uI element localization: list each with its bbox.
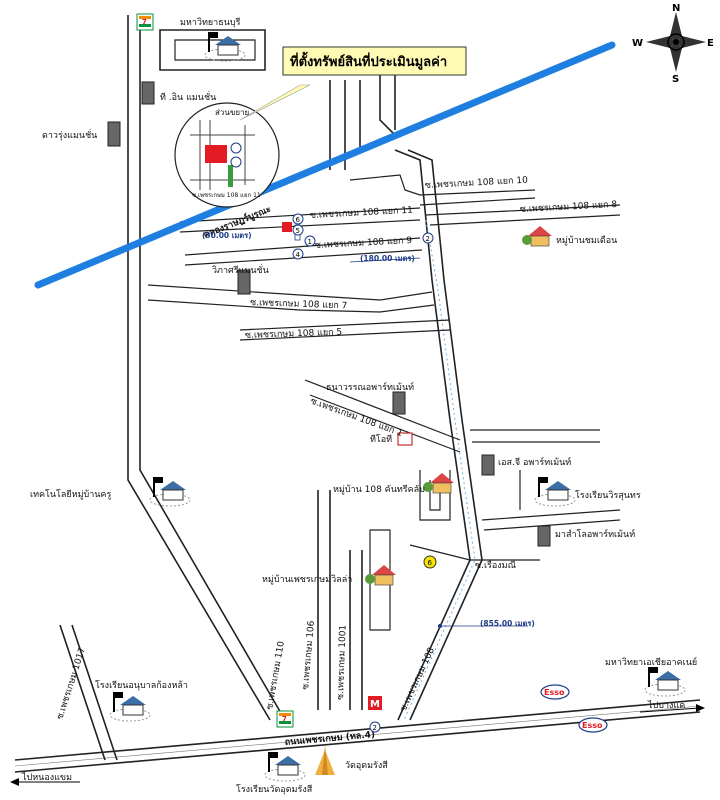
label-thanawan: ธนาวรรณอพาร์ทเม้นท์ [326,381,414,393]
road-label-r5: ซ.เพชรเกษม 108 แยก 5 [245,328,343,341]
inset-property [205,145,227,163]
road-label-soi1001: ซ.เพชรเกษม 1001 [336,625,349,700]
svg-text:7: 7 [142,18,147,26]
property-marker [282,222,292,232]
school-icon [534,477,576,507]
marker-1: 1 [304,235,316,247]
label-masa-apartment: มาสำโลอพาร์ทเม้นท์ [555,528,635,540]
compass-w: W [632,38,643,49]
village-icon [423,473,454,494]
school-icon [109,692,151,722]
compass-s: S [672,74,679,85]
marker-6-yellow: 6 [423,555,437,569]
label-village-chomduan: หมู่บ้านชมเดือน [556,235,617,246]
label-mahanakorn: มหาวิทยาธนบุรี [180,17,241,28]
road-label-soi106: ซ.เพชรเกษม 106 [301,620,317,690]
svg-text:6: 6 [296,216,301,224]
direction-nongkhaem: ไปหนองแขม [10,772,80,786]
marker-5: 5 [292,224,304,236]
compass-rose: N S E W [632,3,714,85]
svg-text:4: 4 [296,251,301,259]
label-t-one: ที .อิน แมนชั่น [160,90,216,103]
building-icon [141,81,155,105]
compass-n: N [672,3,680,14]
svg-text:Esso: Esso [544,688,565,697]
village-icon [365,565,396,586]
building-icon [237,269,251,295]
temple-icon [315,745,335,775]
road-label-r1: ซ.เพชรเกษม 108 แยก 1 [309,396,404,439]
store-icon: M [368,696,382,710]
building-icon [392,391,406,415]
title-callout-text: ที่ตั้งทรัพย์สินที่ประเมินมูลค่า [290,51,447,70]
canal-line [34,41,616,289]
distance-30: (30.00 เมตร) [202,231,252,240]
esso-icon: Esso [578,717,608,733]
distance-180: (180.00 เมตร) [360,254,415,263]
label-asian-uni: มหาวิทยาเอเชียอาคเนย์ [605,656,697,668]
label-village-108: หมู่บ้าน 108 คันทรีคลับ [333,484,425,495]
svg-text:6: 6 [428,559,433,567]
road-label-r11: ซ.เพชรเกษม 108 แยก 11 [310,206,413,221]
esso-icon: Esso [540,684,570,700]
svg-text:2: 2 [426,235,430,243]
road-label-rueangmani: ซ.เรืองมณี [475,560,516,571]
svg-text:1: 1 [308,238,312,246]
label-wat: วัดอุดมรังสี [345,760,388,771]
label-tot: ทีโอที [370,434,392,445]
road-label-r10: ซ.เพชรเกษม 108 แยก 10 [425,176,529,191]
svg-text:ไปหนองแขม: ไปหนองแขม [21,772,72,783]
label-wat-school: โรงเรียนวัดอุดมรังสี [236,784,313,795]
label-sj-apartment: เอส.จี อพาร์ทเม้นท์ [498,456,571,468]
building-icon [107,121,121,147]
road-label-r7: ซ.เพชรเกษม 108 แยก 7 [250,298,348,311]
svg-text:7: 7 [282,715,287,723]
school-icon [204,32,246,62]
svg-text:ไปบางแค: ไปบางแค [647,700,685,711]
inset-road-label: ซ.เพชรเกษม 108 แยก 11 [192,192,261,199]
label-dao-rung: ดาวรุ่งแมนชั่น [42,128,97,141]
road-label-r8: ซ.เพชรเกษม 108 แยก 8 [520,200,618,215]
school-icon [644,667,686,697]
marker-6: 6 [292,213,304,225]
direction-bangkae: ไปบางแค [639,700,705,713]
road-label-r9: ซ.เพชรเกษม 108 แยก 9 [315,236,413,251]
svg-text:Esso: Esso [582,721,603,730]
svg-text:2: 2 [373,724,377,732]
marker-4: 4 [292,248,304,260]
label-anubarn: โรงเรียนอนุบาลก้องหล้า [95,680,188,691]
village-icon [522,226,552,247]
tot-icon [397,432,413,446]
svg-text:5: 5 [296,227,300,235]
distance-855: (855.00 เมตร) [480,619,535,628]
building-icon [481,454,495,476]
seven-eleven-icon: 7 [276,710,294,728]
marker-2-bottom: 2 [369,721,381,733]
school-icon [264,752,306,782]
marker-2: 2 [422,232,434,244]
compass-e: E [707,38,714,49]
building-icon [537,525,551,547]
label-wirasuntorn: โรงเรียนวิรสุนทร [575,490,641,501]
title-callout: ที่ตั้งทรัพย์สินที่ประเมินมูลค่า [239,46,467,121]
label-techno: เทคโนโลยีหมู่บ้านครู [30,489,111,500]
inset-label: ส่วนขยาย [215,108,249,117]
road-label-soi110: ซ.เพชรเกษม 110 [265,640,287,710]
school-icon [149,477,191,507]
seven-eleven-icon: 7 [136,13,154,31]
label-wipha-sri: วิภาศรีแมนชั่น [212,263,269,276]
inset-map: ส่วนขยาย ซ.เพชรเกษม 108 แยก 11 [174,102,280,208]
label-village-villa: หมู่บ้านเพชรเกษมวิลล่า [262,574,352,585]
svg-text:M: M [370,699,380,710]
